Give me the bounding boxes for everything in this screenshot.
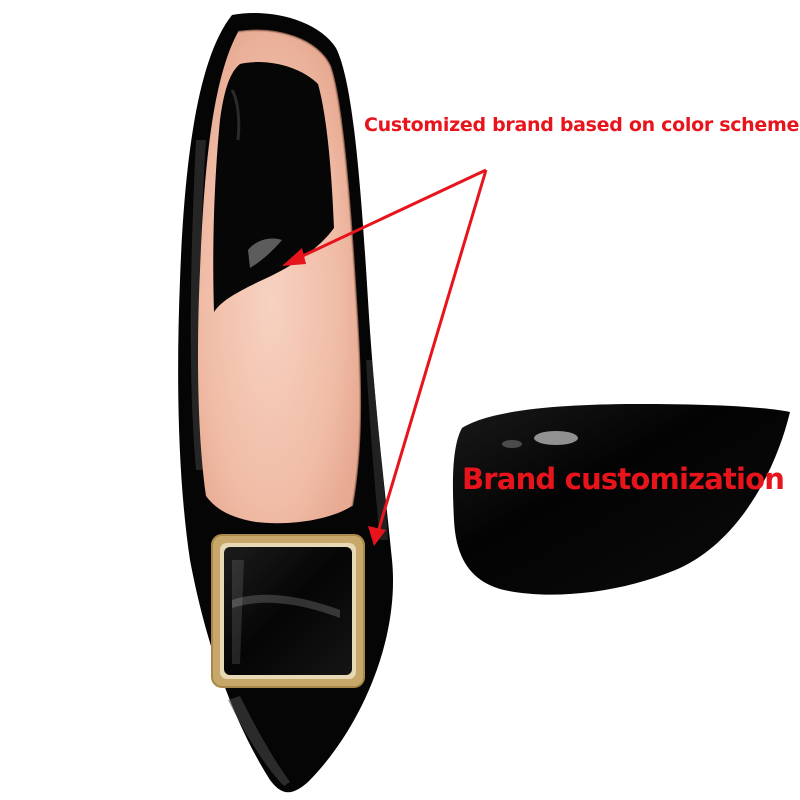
shoe-reflection-toe [228, 696, 290, 786]
shoe-insole [213, 62, 334, 312]
red-arrow-to-insole-icon [282, 168, 487, 266]
red-arrow-to-buckle-icon [368, 169, 488, 546]
shoe-reflection-left [190, 140, 206, 470]
insole-sample [452, 404, 790, 595]
shoe-reflection-right [366, 360, 388, 540]
insole-sample-shine [534, 431, 578, 445]
gold-square-buckle [211, 534, 365, 688]
top-annotation-caption: Customized brand based on color scheme [364, 114, 800, 136]
insole-annotation-caption: Brand customization [462, 462, 785, 496]
